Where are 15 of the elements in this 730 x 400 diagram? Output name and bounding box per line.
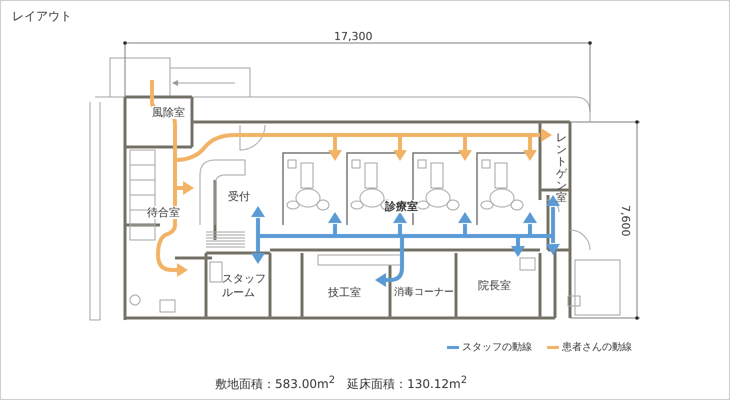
room-label: 診療室 [385,200,418,213]
room-label: 待合室 [147,206,180,219]
legend-label: 患者さんの動線 [562,341,632,354]
room-label: 受付 [228,190,250,203]
caption: 敷地面積：583.00m$^{2}$ 延床面積：130.12m$^{2}$ [215,374,468,391]
room-label: スタッフルーム [222,272,267,300]
room-label: レントゲン室 [556,132,568,204]
title: レイアウト [12,10,72,23]
room-label: 技工室 [328,286,361,299]
room-label: 消毒コーナー [394,286,454,299]
dimension-label: 7,600 [619,205,631,236]
room-label: 風除室 [152,106,185,119]
room-label: 院長室 [478,279,511,292]
dimension-label: 17,300 [334,30,372,43]
legend-label: スタッフの動線 [462,341,532,354]
